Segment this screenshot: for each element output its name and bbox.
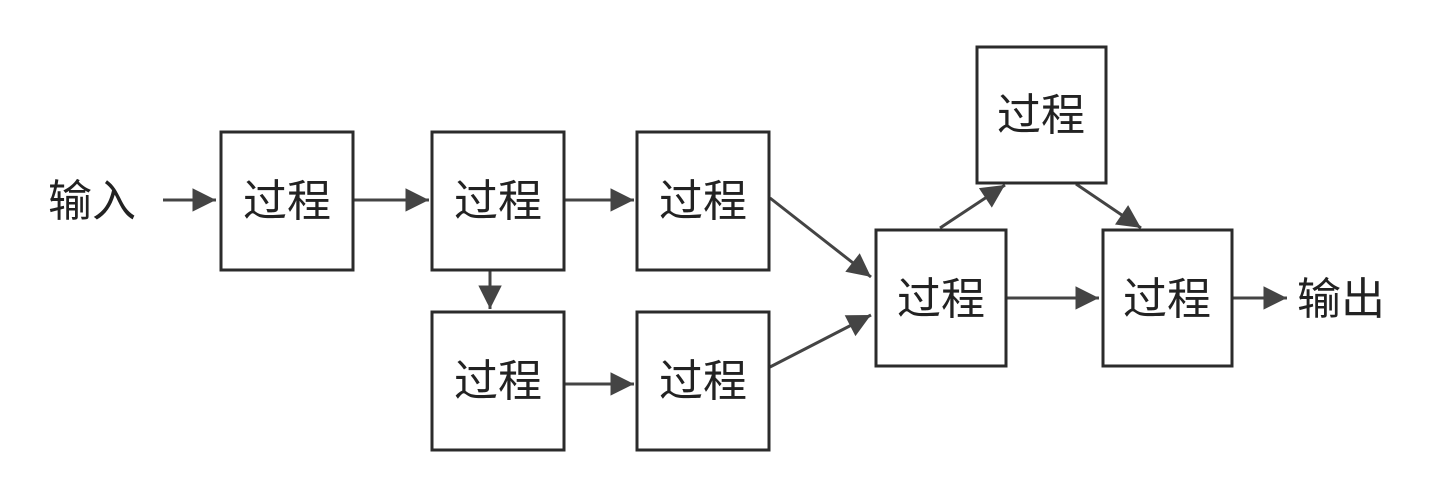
process-node-8-label: 过程 xyxy=(1123,274,1211,325)
process-node-5-label: 过程 xyxy=(659,356,747,407)
process-node-4: 过程 xyxy=(430,310,566,452)
process-node-6-label: 过程 xyxy=(897,274,985,325)
arrow-p7-to-p8 xyxy=(1075,182,1142,230)
process-node-7: 过程 xyxy=(975,45,1108,185)
process-node-2-label: 过程 xyxy=(454,176,542,227)
process-node-7-label: 过程 xyxy=(997,90,1085,141)
process-node-5: 过程 xyxy=(635,310,771,452)
process-node-3-label: 过程 xyxy=(659,176,747,227)
arrow-p5-to-p6 xyxy=(769,313,872,369)
process-node-6: 过程 xyxy=(874,228,1008,368)
process-node-2: 过程 xyxy=(430,130,566,272)
edges-layer xyxy=(163,182,1287,396)
process-node-4-label: 过程 xyxy=(454,356,542,407)
input-label: 输入 xyxy=(48,176,136,227)
arrow-p3-to-p6 xyxy=(769,196,872,279)
output-label: 输出 xyxy=(1297,274,1385,325)
process-node-3: 过程 xyxy=(635,130,771,272)
process-node-1: 过程 xyxy=(219,130,355,272)
arrow-p6-to-p7 xyxy=(939,183,1006,230)
process-node-8: 过程 xyxy=(1101,228,1234,368)
process-node-1-label: 过程 xyxy=(243,176,331,227)
